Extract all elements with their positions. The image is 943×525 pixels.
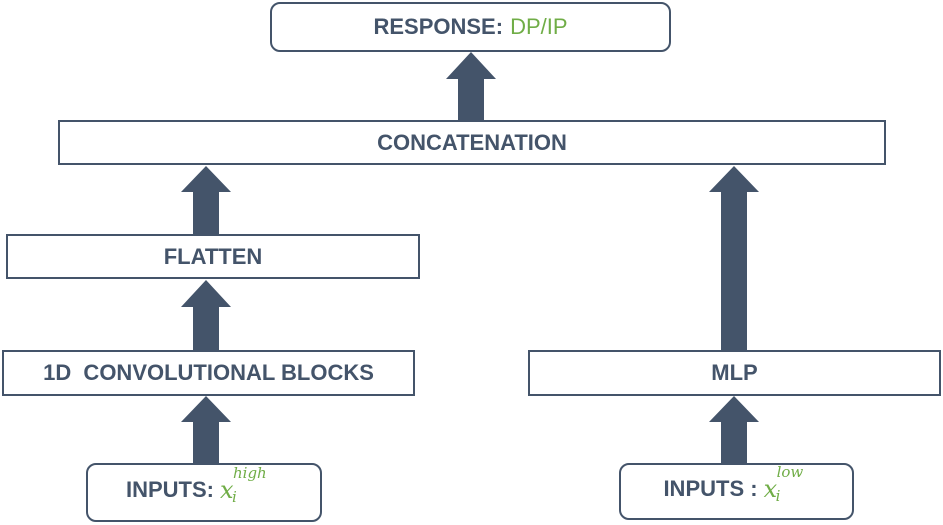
inputs-low-var: x [763, 474, 778, 503]
response-label: RESPONSE: [373, 14, 504, 39]
concatenation-label: CONCATENATION [377, 129, 567, 155]
arrow-inputs-high-to-conv [181, 396, 231, 463]
arrow-concat-to-response [446, 52, 496, 120]
response-value: DP/IP [510, 14, 568, 39]
concatenation-box: CONCATENATION [58, 120, 886, 165]
arrow-mlp-to-concat [709, 166, 759, 350]
inputs-low-sub: i [775, 486, 781, 505]
arrow-flatten-to-concat [181, 166, 231, 234]
flatten-box: FLATTEN [6, 234, 420, 279]
inputs-high-box: INPUTS: x high i [86, 463, 322, 522]
inputs-high-label: INPUTS: [126, 476, 214, 502]
inputs-low-box: INPUTS : x low i [619, 463, 854, 520]
response-box: RESPONSE: DP/IP [270, 2, 671, 52]
inputs-high-sup: high [233, 463, 267, 482]
mlp-box: MLP [528, 350, 941, 396]
conv-blocks-box: 1D CONVOLUTIONAL BLOCKS [2, 350, 415, 396]
arrow-conv-to-flatten [181, 280, 231, 350]
mlp-label: MLP [711, 360, 758, 385]
inputs-high-variable: x high i [220, 464, 282, 506]
inputs-high-sub: i [232, 487, 237, 506]
inputs-high-var: x [220, 475, 234, 504]
conv-blocks-label: 1D CONVOLUTIONAL BLOCKS [43, 360, 374, 385]
inputs-low-variable: x low i [763, 463, 810, 505]
arrow-inputs-low-to-mlp [709, 396, 759, 463]
inputs-low-sup: low [776, 462, 804, 481]
flatten-label: FLATTEN [163, 243, 263, 269]
inputs-low-label: INPUTS : [663, 475, 758, 501]
